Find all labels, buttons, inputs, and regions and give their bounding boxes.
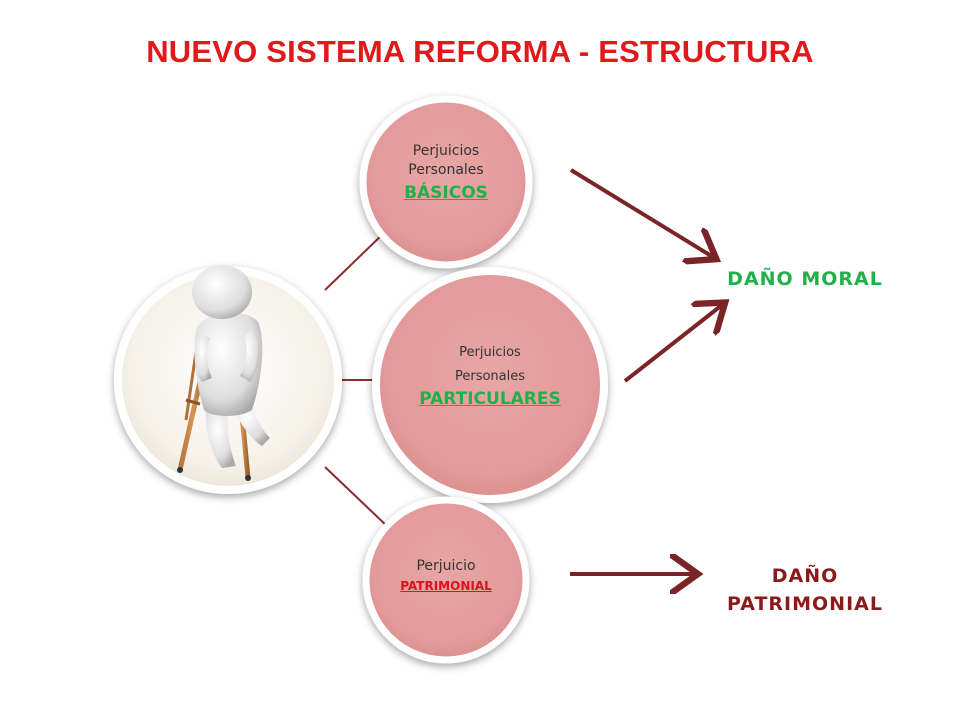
arrow-particulares-to-moral	[623, 305, 722, 383]
connector-line-patrimonial	[324, 466, 389, 528]
connector-line-basicos	[324, 231, 386, 291]
node-particulares-line1: Perjuicios	[459, 345, 521, 360]
arrow-basicos-to-moral	[569, 168, 713, 257]
node-basicos-line1: Perjuicios	[412, 143, 480, 159]
node-particulares-emphasis: PARTICULARES	[419, 389, 561, 409]
node-circle-patrimonial	[362, 496, 530, 664]
node-circle-particulares	[372, 267, 608, 503]
node-patrimonial-line1: Perjuicio	[416, 558, 476, 574]
node-basicos-line2: Personales	[408, 162, 484, 178]
outcome-dano-moral: DAÑO MORAL	[727, 268, 883, 290]
node-text-particulares: Perjuicios Personales PARTICULARES	[400, 342, 580, 410]
node-text-patrimonial: Perjuicio PATRIMONIAL	[376, 557, 516, 596]
page-title: NUEVO SISTEMA REFORMA - ESTRUCTURA	[146, 34, 814, 69]
node-basicos-emphasis: BÁSICOS	[404, 183, 488, 203]
node-circle-basicos	[359, 95, 533, 269]
outcome-patrimonial-line1: DAÑO	[771, 565, 839, 587]
node-particulares-line2: Personales	[454, 369, 526, 384]
node-patrimonial-emphasis: PATRIMONIAL	[400, 579, 492, 593]
outcome-dano-patrimonial: DAÑO PATRIMONIAL	[710, 562, 900, 618]
outcome-patrimonial-line2: PATRIMONIAL	[727, 593, 883, 615]
injured-person-with-crutches-icon	[177, 265, 270, 481]
node-text-basicos: Perjuicios Personales BÁSICOS	[376, 142, 516, 206]
